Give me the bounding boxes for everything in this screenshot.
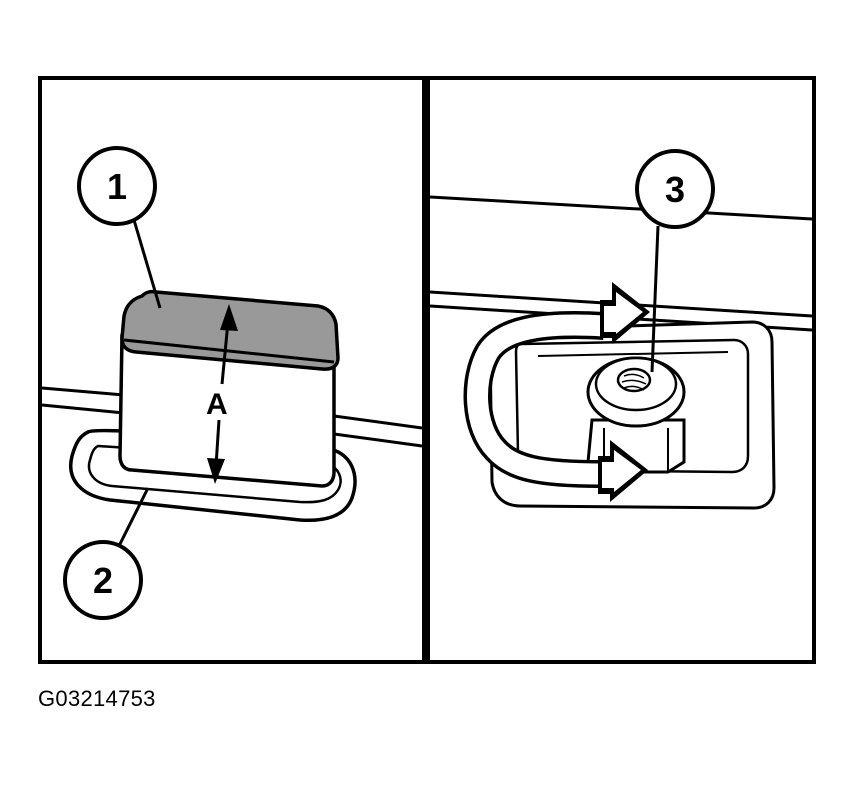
left-panel: A 1 2 [38,76,426,664]
callout-3-number: 3 [665,169,685,210]
rotation-arrow [463,282,650,502]
nut [586,356,686,474]
callout-3: 3 [635,149,715,373]
trim-strip [41,386,423,448]
callout-1-number: 1 [107,166,127,207]
callout-2: 2 [63,487,150,620]
callout-2-number: 2 [93,560,113,601]
callout-1: 1 [77,146,162,309]
dimension-label: A [206,388,228,421]
figure-id: G03214753 [38,686,156,711]
dimension-a-arrow [207,304,238,484]
right-panel: 3 [426,76,816,664]
